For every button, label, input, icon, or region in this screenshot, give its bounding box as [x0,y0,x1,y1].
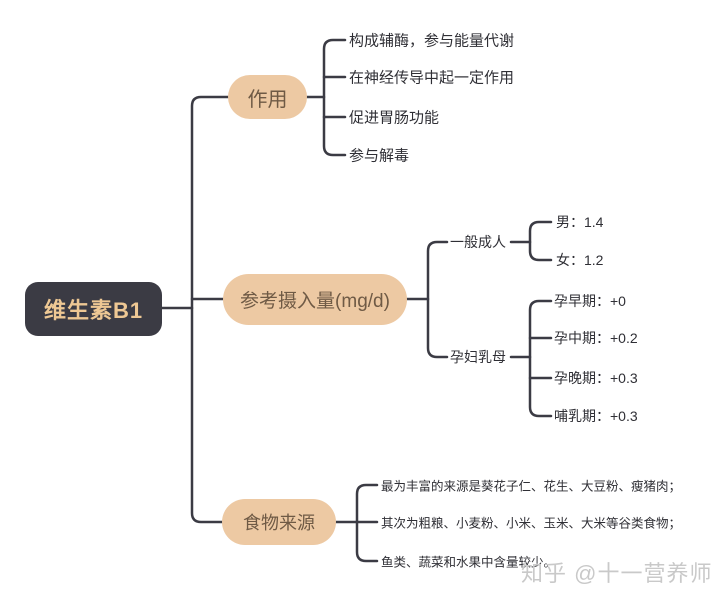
node-pregnant-nursing[interactable]: 孕妇乳母 [450,349,506,365]
leaf-effect-digestion[interactable]: 促进胃肠功能 [349,109,440,127]
node-general-adults[interactable]: 一般成人 [450,234,506,250]
connector-effect-bracket [322,38,347,157]
leaf-effect-coenzyme[interactable]: 构成辅酶，参与能量代谢 [349,32,515,50]
leaf-male-value[interactable]: 男：1.4 [556,214,604,230]
leaf-early-pregnancy[interactable]: 孕早期：+0 [554,293,626,309]
leaf-effect-nerve[interactable]: 在神经传导中起一定作用 [349,69,515,87]
branch-node-effect[interactable]: 作用 [228,75,307,119]
watermark: 知乎 @十一营养师 [521,561,713,586]
connector-pregnant-bracket [528,299,553,418]
connector-intake-bracket [426,240,449,359]
leaf-effect-detox[interactable]: 参与解毒 [349,147,410,165]
root-node-vitamin-b1[interactable]: 维生素B1 [25,282,162,336]
leaf-food-richest[interactable]: 最为丰富的来源是葵花子仁、花生、大豆粉、瘦猪肉； [381,479,682,494]
connector-spine [190,95,230,524]
leaf-lactation[interactable]: 哺乳期：+0.3 [554,408,638,424]
leaf-late-pregnancy[interactable]: 孕晚期：+0.3 [554,370,638,386]
branch-node-intake[interactable]: 参考摄入量(mg/d) [223,274,407,325]
leaf-female-value[interactable]: 女：1.2 [556,252,604,268]
leaf-food-grains[interactable]: 其次为粗粮、小麦粉、小米、玉米、大米等谷类食物； [381,516,682,531]
branch-node-food-sources[interactable]: 食物来源 [222,499,336,545]
connector-adults-bracket [528,220,553,262]
leaf-food-low[interactable]: 鱼类、蔬菜和水果中含量较少。 [381,555,557,570]
leaf-mid-pregnancy[interactable]: 孕中期：+0.2 [554,330,638,346]
